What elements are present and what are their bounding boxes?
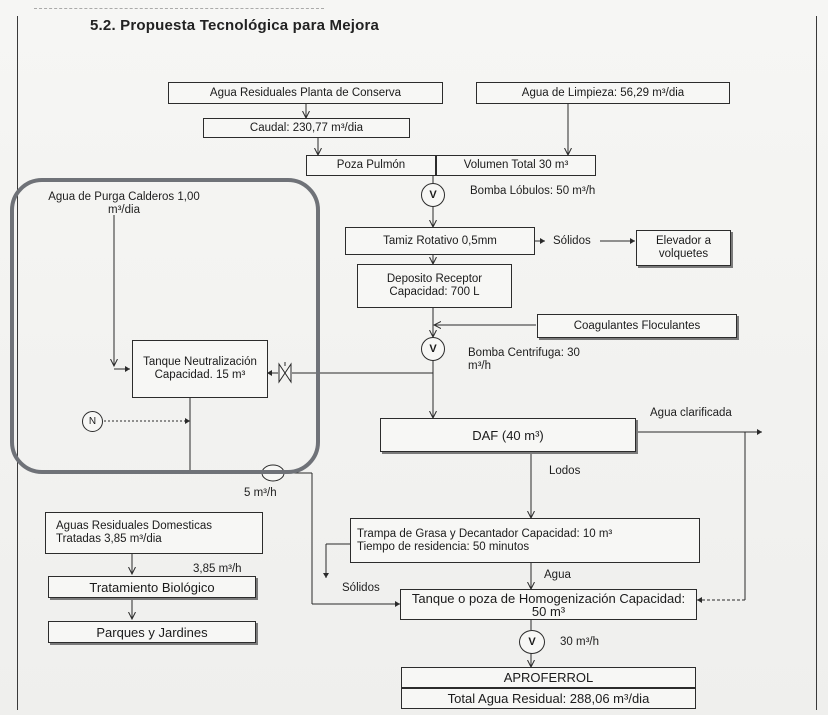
page-frame <box>17 16 817 710</box>
bomba-lobulos-label: Bomba Lóbulos: 50 m³/h <box>470 185 596 197</box>
pump-lobulos-icon: V <box>421 183 445 207</box>
coagulantes-box: Coagulantes Floculantes <box>537 314 737 338</box>
cropped-header-text <box>34 2 324 9</box>
trampa-grasa-box: Trampa de Grasa y Decantador Capacidad: … <box>350 518 700 563</box>
tanque-homogenizacion-box: Tanque o poza de Homogenización Capacida… <box>400 589 697 620</box>
total-agua-residual-box: Total Agua Residual: 288,06 m³/dia <box>401 688 696 709</box>
poza-pulmon-box: Poza Pulmón <box>306 155 436 176</box>
pump-centrifuga-icon: V <box>421 337 445 361</box>
agua-residuales-box: Agua Residuales Planta de Conserva <box>168 82 443 104</box>
agua-clarificada-label: Agua clarificada <box>650 407 732 419</box>
deposito-box: Deposito Receptor Capacidad: 700 L <box>357 264 512 308</box>
tamiz-box: Tamiz Rotativo 0,5mm <box>345 227 535 255</box>
agua-label: Agua <box>544 569 571 581</box>
parques-jardines-box: Parques y Jardines <box>48 621 256 643</box>
agua-limpieza-box: Agua de Limpieza: 56,29 m³/dia <box>476 82 730 104</box>
solidos-tamiz-label: Sólidos <box>553 235 591 247</box>
caudal-box: Caudal: 230,77 m³/dia <box>203 118 410 138</box>
flow-5-label: 5 m³/h <box>244 487 277 499</box>
aproferrol-box: APROFERROL <box>401 667 696 688</box>
solidos-trampa-label: Sólidos <box>342 582 380 594</box>
bomba-centrifuga-label: Bomba Centrifuga: 30 m³/h <box>468 347 580 372</box>
pump-aproferrol-icon: V <box>519 630 545 654</box>
neutralization-frame <box>10 178 320 474</box>
flow-385-label: 3,85 m³/h <box>193 563 242 575</box>
aguas-domesticas-box: Aguas Residuales Domesticas Tratadas 3,8… <box>45 512 263 554</box>
lodos-label: Lodos <box>549 465 581 477</box>
elevador-box: Elevador a volquetes <box>636 230 731 266</box>
nitrogen-icon: N <box>82 411 103 432</box>
trampa-line-1: Trampa de Grasa y Decantador Capacidad: … <box>357 527 613 540</box>
purga-label: Agua de Purga Calderos 1,00 m³/dia <box>48 191 200 216</box>
daf-box: DAF (40 m³) <box>380 418 636 452</box>
trampa-line-2: Tiempo de residencia: 50 minutos <box>357 540 530 553</box>
flow-30-label: 30 m³/h <box>560 636 599 648</box>
tanque-neutralizacion-box: Tanque Neutralización Capacidad. 15 m³ <box>132 340 268 398</box>
section-title: 5.2. Propuesta Tecnológica para Mejora <box>90 17 380 34</box>
volumen-total-box: Volumen Total 30 m³ <box>436 155 596 176</box>
tratamiento-biologico-box: Tratamiento Biológico <box>48 576 256 598</box>
